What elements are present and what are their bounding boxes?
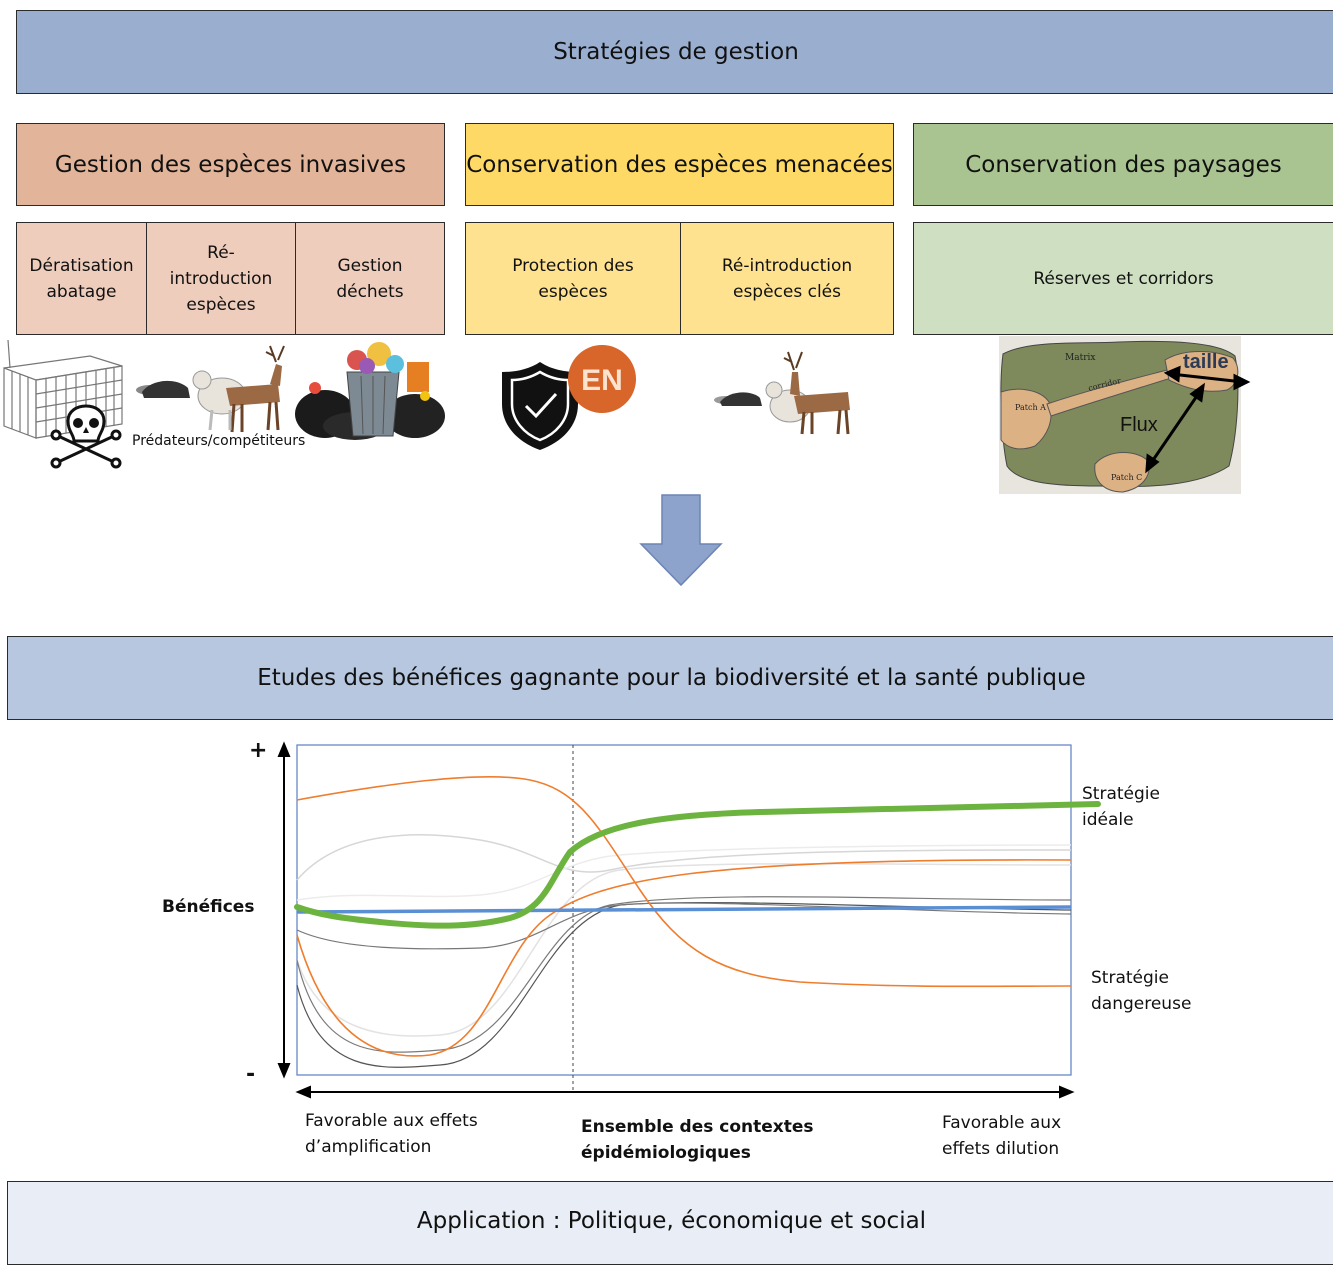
action-reintroduction-label: Ré-introduction espèces [169, 242, 273, 315]
landscape-map-icon: Matrix corridor Patch A Patch C taille F… [999, 336, 1251, 494]
curve-light-1 [296, 834, 1072, 881]
actions-landscape: Réserves et corridors [913, 222, 1333, 335]
category-threatened-label: Conservation des espèces menacées [466, 151, 893, 178]
curve-orange-2 [296, 775, 1072, 988]
map-patch-c-label: Patch C [1111, 473, 1142, 482]
endangered-badge-text: EN [581, 364, 623, 397]
action-protection: Protection des espèces [466, 223, 681, 334]
category-invasive: Gestion des espèces invasives [16, 123, 445, 206]
actions-threatened: Protection des espèces Ré-introduction e… [465, 222, 894, 335]
footer-title: Application : Politique, économique et s… [416, 1208, 927, 1234]
predators-caption: Prédateurs/compétiteurs [132, 433, 306, 449]
x-label-center: Ensemble des contextes épidémiologiques [581, 1114, 814, 1166]
dangerous-strategy-line2: dangereuse [1091, 994, 1192, 1014]
curve-light-3 [296, 844, 1072, 901]
map-patch-a-label: Patch A [1015, 403, 1046, 412]
ideal-strategy-line2: idéale [1082, 810, 1134, 830]
map-matrix-label: Matrix [1065, 353, 1095, 363]
dangerous-strategy-line1: Stratégie [1091, 968, 1169, 988]
header-banner: Stratégies de gestion [16, 10, 1333, 94]
map-arrows [1145, 365, 1251, 474]
study-title: Etudes des bénéfices gagnante pour la bi… [257, 665, 1086, 691]
skull-icon [50, 404, 122, 469]
y-axis-minus: - [246, 1062, 256, 1087]
actions-invasive: Dératisation abatage Ré-introduction esp… [16, 222, 445, 335]
y-axis-plus: + [249, 738, 268, 763]
category-landscape-label: Conservation des paysages [965, 151, 1282, 178]
curve-orange-1 [296, 859, 1072, 1057]
ideal-strategy-label: Stratégie idéale [1082, 781, 1160, 833]
x-label-right-line2: effets dilution [942, 1139, 1060, 1159]
x-label-left-line1: Favorable aux effets [305, 1111, 478, 1131]
action-deratisation: Dératisation abatage [17, 223, 147, 334]
action-dechets-label: Gestion déchets [336, 255, 404, 302]
action-reintro-cles-label: Ré-introduction espèces clés [721, 255, 853, 302]
action-reintroduction: Ré-introduction espèces [147, 223, 296, 334]
map-flux-label: Flux [1120, 414, 1158, 436]
x-label-right-line1: Favorable aux [942, 1113, 1062, 1133]
ideal-strategy-line1: Stratégie [1082, 784, 1160, 804]
footer-banner: Application : Politique, économique et s… [7, 1181, 1333, 1265]
x-axis-arrow [295, 1085, 1075, 1099]
category-landscape: Conservation des paysages [913, 123, 1333, 206]
predators-animals-icon [136, 345, 285, 433]
map-taille-label: taille [1183, 351, 1229, 373]
action-reserves-label: Réserves et corridors [1033, 268, 1214, 289]
x-label-left: Favorable aux effets d’amplification [305, 1108, 478, 1160]
category-threatened: Conservation des espèces menacées [465, 123, 894, 206]
shield-check-icon [502, 362, 578, 450]
header-title: Stratégies de gestion [553, 39, 799, 65]
x-label-left-line2: d’amplification [305, 1137, 432, 1157]
x-label-center-line1: Ensemble des contextes [581, 1117, 814, 1137]
action-dechets: Gestion déchets [296, 223, 444, 334]
garbage-pile-icon [295, 342, 445, 440]
y-axis-arrow [277, 741, 291, 1079]
endangered-badge-icon: EN [568, 345, 636, 413]
curve-light-2 [296, 863, 1072, 1037]
curve-grey-2 [296, 901, 1072, 1068]
x-label-right: Favorable aux effets dilution [942, 1110, 1061, 1162]
action-protection-label: Protection des espèces [512, 255, 634, 302]
action-reintro-cles: Ré-introduction espèces clés [681, 223, 893, 334]
x-label-center-line2: épidémiologiques [581, 1143, 751, 1163]
curve-ideal [294, 801, 1101, 929]
flow-arrow-icon [639, 494, 723, 587]
curve-neutral [296, 905, 1072, 914]
curve-grey-1 [296, 896, 1072, 1053]
dangerous-strategy-label: Stratégie dangereuse [1091, 965, 1191, 1017]
keystone-animals-icon [714, 351, 850, 435]
action-deratisation-label: Dératisation abatage [29, 255, 134, 302]
category-invasive-label: Gestion des espèces invasives [54, 151, 407, 178]
study-banner: Etudes des bénéfices gagnante pour la bi… [7, 636, 1333, 720]
y-axis-label: Bénéfices [162, 897, 255, 917]
